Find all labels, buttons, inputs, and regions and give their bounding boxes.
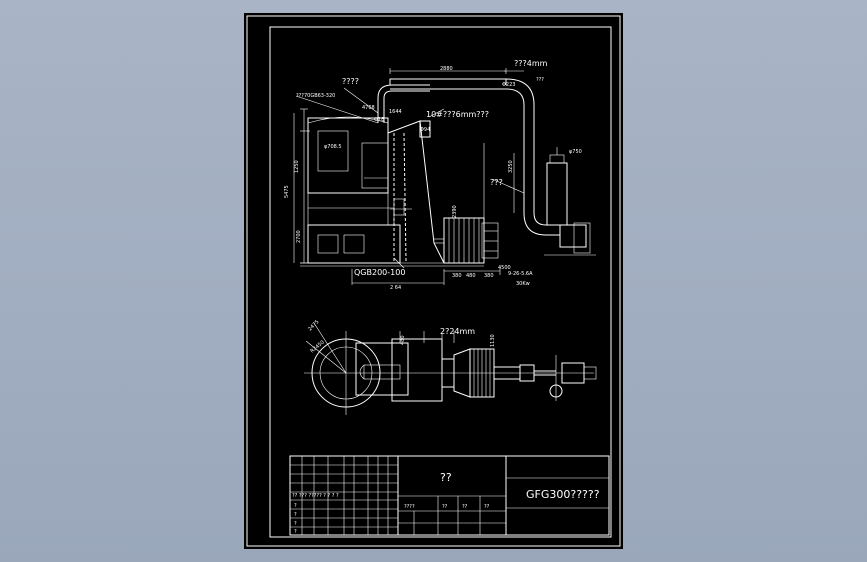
title-block-right-title: GFG300????? [526, 488, 600, 501]
label-top-left-spec: ???70GB63-320 [296, 93, 335, 99]
title-block-row-2: ? [294, 521, 297, 527]
label-dim-4500: 4500 [498, 265, 511, 271]
svg-text:4768: 4768 [362, 105, 375, 111]
label-fan-power: 30Kw [516, 281, 530, 287]
svg-text:2700: 2700 [296, 230, 302, 243]
elevation-view: 4768 φ708.5 1250 5475 2700 1644 Φ94 2390… [284, 68, 596, 285]
svg-text:Φ223: Φ223 [502, 82, 515, 88]
label-right-small: ??? [536, 77, 544, 83]
svg-text:1130: 1130 [490, 334, 496, 347]
title-block-row-1: ? [294, 512, 297, 518]
svg-text:R2450: R2450 [309, 340, 325, 355]
title-block-row-0: ? [294, 503, 297, 509]
cyclone-cone [387, 120, 445, 264]
title-block-header-row: ?? ??? ????? ? ? ? ? [292, 493, 339, 499]
svg-text:3250: 3250 [508, 160, 514, 173]
label-top-pipe: ???4mm [514, 59, 548, 68]
title-block-col-3: ?? [484, 504, 490, 510]
svg-text:380: 380 [452, 273, 462, 279]
svg-text:2390: 2390 [452, 205, 458, 218]
drawing-sheet: 4768 φ708.5 1250 5475 2700 1644 Φ94 2390… [244, 13, 623, 549]
svg-text:480: 480 [400, 335, 406, 345]
title-block-col-1: ?? [442, 504, 448, 510]
label-plan-pipe: 2?24mm [440, 327, 475, 336]
svg-text:Φ18: Φ18 [374, 117, 384, 123]
title-block-col-0: ???? [404, 504, 415, 510]
title-block [289, 455, 610, 536]
outer-border [246, 15, 621, 547]
label-dim-264: 2 64 [390, 285, 401, 291]
label-mid-q: ??? [490, 178, 503, 187]
label-bottom-spec: QGB200-100 [354, 268, 405, 277]
svg-text:φ708.5: φ708.5 [324, 144, 342, 150]
svg-text:480: 480 [466, 273, 476, 279]
svg-text:Φ94: Φ94 [420, 127, 430, 133]
title-block-row-3: ? [294, 529, 297, 535]
label-fan-spec: 9-26-5.6A [508, 271, 533, 277]
inner-border [269, 26, 612, 538]
title-block-col-2: ?? [462, 504, 468, 510]
fan-unit [546, 162, 568, 226]
label-top-left-q: ???? [342, 77, 359, 86]
svg-text:1644: 1644 [389, 109, 402, 115]
label-pipe-note: 10#???6mm??? [426, 110, 489, 119]
title-block-center-title: ?? [440, 471, 452, 484]
svg-text:380: 380 [484, 273, 494, 279]
svg-text:φ750: φ750 [569, 149, 582, 155]
svg-text:5475: 5475 [284, 185, 290, 198]
label-dim-2880: 2880 [440, 66, 453, 72]
svg-text:1250: 1250 [294, 160, 300, 173]
cad-drawing: 4768 φ708.5 1250 5475 2700 1644 Φ94 2390… [246, 15, 621, 547]
